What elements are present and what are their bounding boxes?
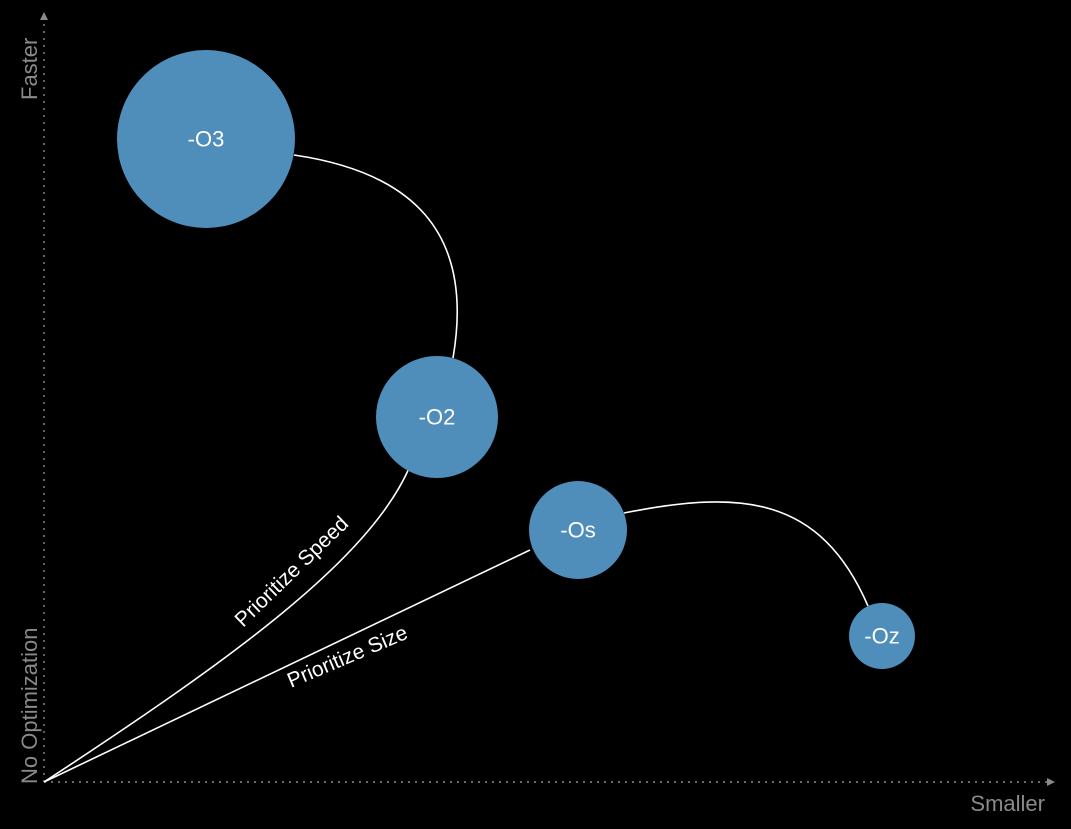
o2-to-o3-path [293,154,458,359]
node-os: -Os [529,481,627,579]
node-o3-circle [117,50,295,228]
node-os-circle [529,481,627,579]
speed-path [43,465,411,783]
axes [40,12,1055,786]
node-o2-circle [376,356,498,478]
node-o3-label: -O3 [188,127,225,152]
node-o3: -O3 [117,50,295,228]
x-axis-label: Smaller [970,791,1045,816]
y-axis-top-label: Faster [17,38,42,100]
os-to-oz-path [623,501,869,607]
x-axis-arrow-icon [1047,778,1055,786]
node-oz-label: -Oz [864,624,899,649]
node-o2-label: -O2 [419,405,456,430]
size-path [43,549,531,783]
prioritize-speed-label: Prioritize Speed [230,512,353,632]
y-axis-origin-label: No Optimization [17,627,42,784]
node-oz-circle [849,603,915,669]
y-axis-arrow-icon [40,12,48,20]
prioritize-size-label: Prioritize Size [284,621,411,692]
node-os-label: -Os [560,518,595,543]
node-oz: -Oz [849,603,915,669]
node-o2: -O2 [376,356,498,478]
